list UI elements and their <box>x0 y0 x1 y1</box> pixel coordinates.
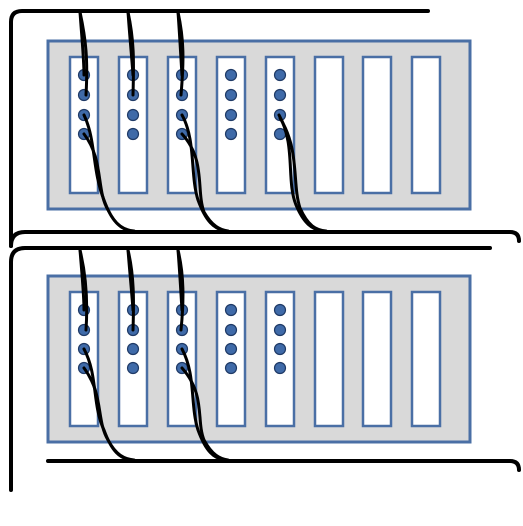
port-4 <box>126 127 140 141</box>
slot-card <box>313 55 345 195</box>
cable-2 <box>78 10 89 97</box>
port-2 <box>77 88 91 102</box>
port-3 <box>273 342 287 356</box>
port-3 <box>224 342 238 356</box>
port-3 <box>224 108 238 122</box>
card-slot-1 <box>68 290 100 428</box>
port-1 <box>273 68 287 82</box>
cable-8 <box>82 132 136 233</box>
slot-card <box>264 290 296 428</box>
cable-22 <box>180 366 230 462</box>
port-2 <box>273 88 287 102</box>
rack-frame <box>9 9 521 492</box>
port-4 <box>273 361 287 375</box>
chassis-panel <box>46 274 472 444</box>
port-2 <box>224 323 238 337</box>
slot-card <box>410 55 442 195</box>
port-1 <box>224 68 238 82</box>
frame-upper-bottom-rail <box>9 230 521 248</box>
port-4 <box>224 127 238 141</box>
card-slot-7 <box>361 290 393 428</box>
port-2 <box>273 323 287 337</box>
shelf-lower <box>46 274 472 444</box>
cable-14 <box>78 248 89 332</box>
port-3 <box>126 108 140 122</box>
cable-16 <box>126 248 135 332</box>
port-4 <box>126 361 140 375</box>
port-4 <box>224 361 238 375</box>
cable-10 <box>180 132 230 233</box>
card-slot-8 <box>410 55 442 195</box>
cable-6 <box>176 10 185 97</box>
port-1 <box>273 303 287 317</box>
frame-lower-bottom-rail <box>46 459 521 472</box>
card-slot-1 <box>68 55 100 195</box>
port-2 <box>77 323 91 337</box>
port-1 <box>224 303 238 317</box>
card-slot-4 <box>215 290 247 428</box>
card-slot-2 <box>117 290 149 428</box>
card-slot-6 <box>313 290 345 428</box>
slot-card <box>361 290 393 428</box>
cable-4 <box>126 10 135 97</box>
shelf-upper <box>46 39 472 211</box>
slot-card <box>117 290 149 428</box>
card-slot-6 <box>313 55 345 195</box>
slot-card <box>313 290 345 428</box>
frame-upper-outline <box>9 9 430 248</box>
card-slot-7 <box>361 55 393 195</box>
port-2 <box>224 88 238 102</box>
port-3 <box>126 342 140 356</box>
chassis-panel <box>46 39 472 211</box>
cable-12 <box>278 116 328 233</box>
cable-20 <box>82 366 136 462</box>
cable-18 <box>176 248 185 332</box>
card-slot-4 <box>215 55 247 195</box>
slot-card <box>215 290 247 428</box>
card-slot-8 <box>410 290 442 428</box>
cable-21 <box>180 347 226 462</box>
slot-card <box>361 55 393 195</box>
cable-bundle <box>78 10 328 462</box>
card-slot-5 <box>264 290 296 428</box>
slot-card <box>410 290 442 428</box>
frame-lower-outline <box>9 246 492 492</box>
